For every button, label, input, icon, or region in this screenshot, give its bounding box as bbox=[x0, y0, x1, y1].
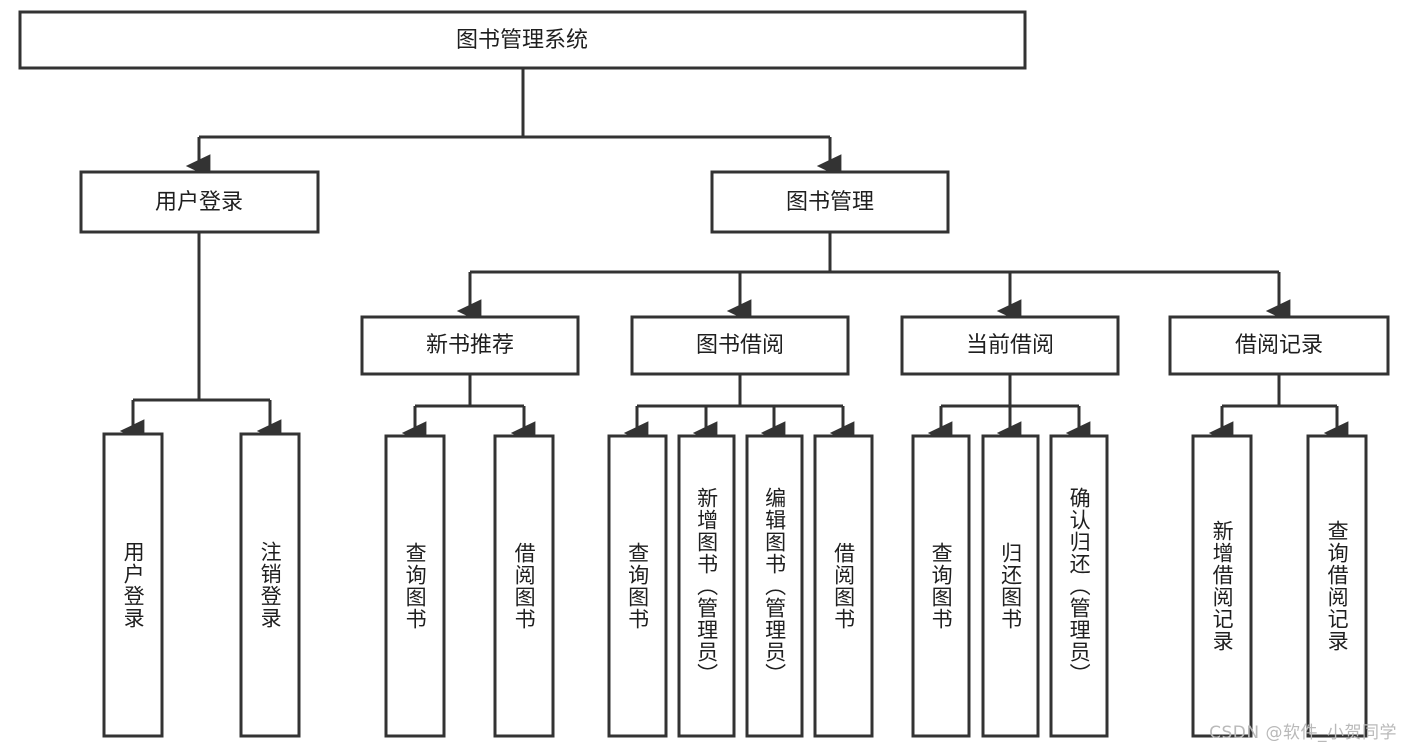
node-leaf-user-login-box[interactable] bbox=[102, 432, 164, 738]
node-user-login-box[interactable] bbox=[79, 170, 320, 234]
node-book-borrow-box[interactable] bbox=[630, 315, 850, 376]
node-leaf-borrow-book-1-box[interactable] bbox=[493, 434, 555, 738]
node-root[interactable]: 图书管理系统 bbox=[18, 10, 1027, 70]
node-leaf-query-book-2-box[interactable] bbox=[607, 434, 668, 738]
node-current-borrow-box[interactable] bbox=[900, 315, 1120, 376]
node-user-login-label: 用户登录 bbox=[155, 190, 243, 215]
node-leaf-logout-box[interactable] bbox=[239, 432, 301, 738]
node-leaf-add-book-box[interactable] bbox=[677, 434, 736, 738]
connector-group-root bbox=[185, 68, 842, 178]
node-borrow-record-box[interactable] bbox=[1168, 315, 1390, 376]
node-root-label: 图书管理系统 bbox=[456, 28, 588, 53]
node-new-book-rec-box[interactable] bbox=[360, 315, 580, 376]
node-current-borrow[interactable]: 当前借阅 bbox=[900, 315, 1120, 376]
node-current-borrow-label: 当前借阅 bbox=[966, 333, 1054, 358]
node-borrow-record-label: 借阅记录 bbox=[1235, 333, 1323, 358]
connector-group-user-login bbox=[119, 232, 282, 443]
node-book-manage-label: 图书管理 bbox=[786, 190, 874, 215]
node-leaf-query-record-box[interactable] bbox=[1306, 434, 1368, 738]
node-book-borrow[interactable]: 图书借阅 bbox=[630, 315, 850, 376]
connector-group-borrow-record bbox=[1208, 374, 1349, 445]
connector-group-book-manage bbox=[456, 232, 1291, 323]
node-leaf-borrow-book-2-box[interactable] bbox=[813, 434, 874, 738]
node-leaf-return-book-box[interactable] bbox=[981, 434, 1040, 738]
node-book-borrow-label: 图书借阅 bbox=[696, 333, 784, 358]
node-leaf-query-book-3-box[interactable] bbox=[911, 434, 971, 738]
node-user-login[interactable]: 用户登录 bbox=[79, 170, 320, 234]
node-leaf-edit-book-box[interactable] bbox=[745, 434, 804, 738]
connector-group-book-borrow bbox=[623, 374, 855, 445]
connector-group-new-book-rec bbox=[401, 374, 536, 445]
node-leaf-query-book-1-box[interactable] bbox=[384, 434, 446, 738]
node-new-book-rec[interactable]: 新书推荐 bbox=[360, 315, 580, 376]
node-leaf-add-record-box[interactable] bbox=[1191, 434, 1253, 738]
connector-group-current-borrow bbox=[927, 374, 1091, 445]
node-root-box[interactable] bbox=[18, 10, 1027, 70]
node-book-manage-box[interactable] bbox=[710, 170, 950, 234]
csdn-watermark: CSDN @软件_小贺同学 bbox=[1209, 723, 1397, 743]
node-leaf-confirm-return-box[interactable] bbox=[1049, 434, 1109, 738]
node-new-book-rec-label: 新书推荐 bbox=[426, 333, 514, 358]
node-borrow-record[interactable]: 借阅记录 bbox=[1168, 315, 1390, 376]
node-book-manage[interactable]: 图书管理 bbox=[710, 170, 950, 234]
